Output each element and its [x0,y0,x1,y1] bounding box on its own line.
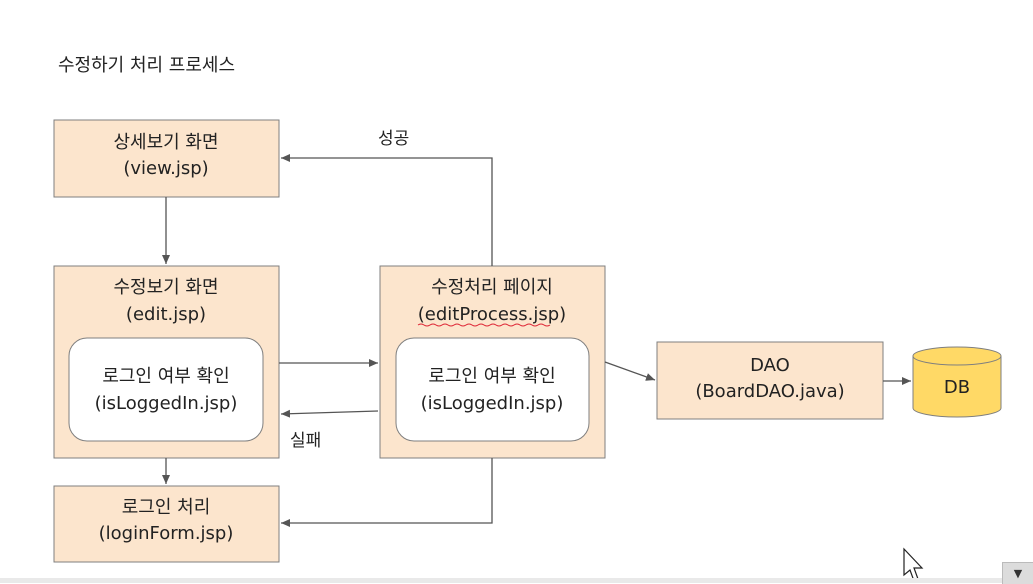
bottom-scrollbar[interactable] [0,578,1033,583]
login-node-file: (loginForm.jsp) [99,523,234,544]
login-node [53,485,280,563]
process-login-check-title: 로그인 여부 확인 [428,366,555,387]
db-cylinder-body [912,356,1002,418]
edit-login-check-node [68,337,264,442]
view-node-file: (view.jsp) [123,158,208,179]
process-node-title: 수정처리 페이지 [431,277,553,298]
process-login-check-file: (isLoggedIn.jsp) [421,393,564,414]
db-node: DB [912,346,1002,418]
diagram-title: 수정하기 처리 프로세스 [58,55,235,76]
arrow-process-to-dao [604,361,656,381]
dao-node-title: DAO [750,355,790,376]
edit-node-file: (edit.jsp) [126,304,206,325]
view-node-title: 상세보기 화면 [113,132,218,153]
db-label: DB [944,377,970,398]
db-cylinder-top [912,346,1002,366]
arrow-process-to-login [281,458,493,527]
mouse-pointer-icon [903,547,924,582]
dao-node-file: (BoardDAO.java) [695,381,844,402]
edit-login-check-file: (isLoggedIn.jsp) [95,393,238,414]
process-node-file: (editProcess.jsp) [418,304,566,325]
arrow-process-to-edit-failure [280,409,379,418]
edit-login-check-title: 로그인 여부 확인 [102,366,229,387]
arrow-process-to-view-success [281,154,493,266]
scroll-down-icon[interactable]: ▼ [1002,562,1033,584]
success-label: 성공 [378,129,409,149]
edit-node-title: 수정보기 화면 [113,277,218,298]
process-login-check-node [395,337,590,442]
login-node-title: 로그인 처리 [122,497,211,518]
view-node [53,119,280,198]
failure-label: 실패 [290,431,321,451]
spellcheck-underline [417,323,551,327]
